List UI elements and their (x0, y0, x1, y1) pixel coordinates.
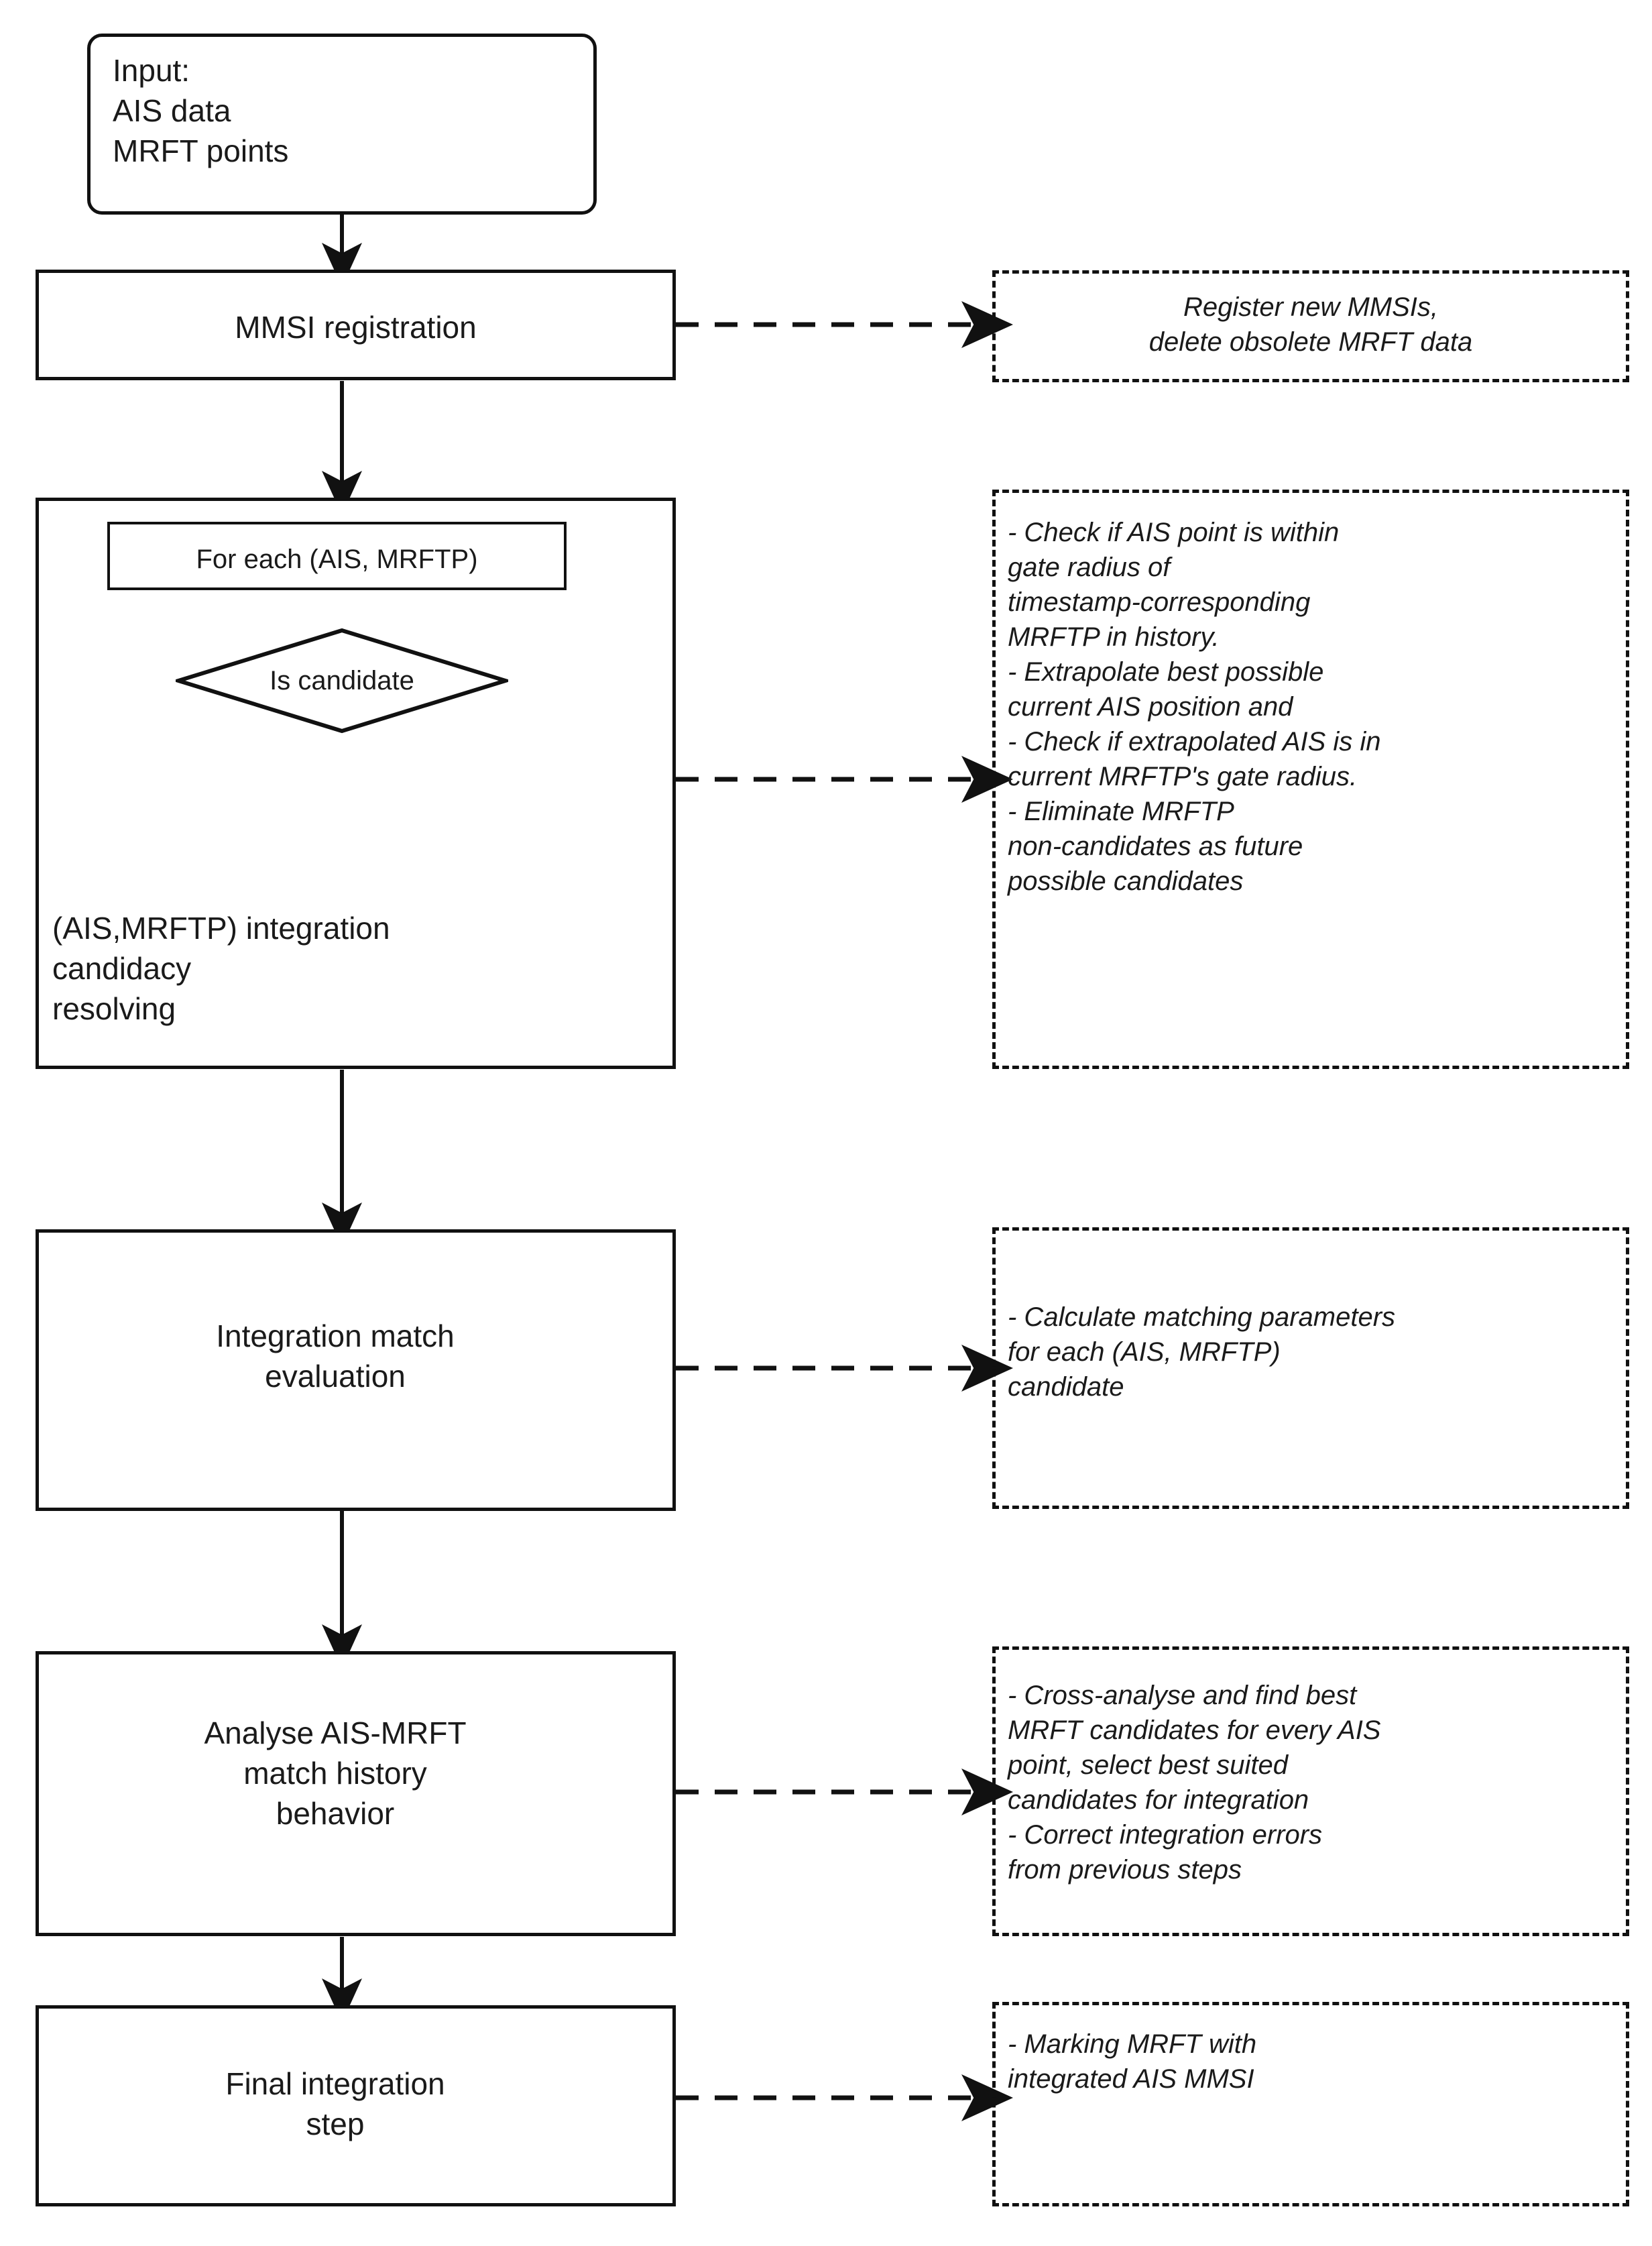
node-mmsi-registration-label: MMSI registration (235, 310, 477, 345)
annotation-mmsi-note-text: Register new MMSIs, delete obsolete MRFT… (1148, 292, 1473, 357)
node-is-candidate[interactable]: Is candidate (176, 628, 508, 734)
annotation-mmsi-note (992, 270, 1629, 382)
node-analyse-history-label: Analyse AIS-MRFT match history behavior (204, 1716, 467, 1831)
annotation-history-note (992, 1646, 1629, 1936)
node-final-step-label: Final integration step (225, 2066, 445, 2141)
annotation-evaluation-note-text: - Calculate matching parameters for each… (1008, 1302, 1396, 1402)
node-candidacy-resolving-label: (AIS,MRFTP) integration candidacy resolv… (52, 911, 390, 1026)
annotation-candidacy-note (992, 490, 1629, 1069)
node-for-each-label: For each (AIS, MRFTP) (196, 545, 478, 574)
annotation-candidacy-note-text: - Check if AIS point is within gate radi… (1008, 518, 1381, 896)
node-match-evaluation-label: Integration match evaluation (216, 1318, 455, 1394)
node-is-candidate-label: Is candidate (270, 665, 414, 695)
annotation-history-note-text: - Cross-analyse and find best MRFT candi… (1008, 1681, 1381, 1885)
node-for-each[interactable] (107, 522, 567, 590)
node-input[interactable] (87, 34, 597, 215)
annotation-final-note (992, 2002, 1629, 2206)
node-final-step[interactable] (36, 2005, 676, 2206)
node-analyse-history[interactable] (36, 1651, 676, 1936)
node-input-label: Input: AIS data MRFT points (113, 53, 289, 168)
node-candidacy-resolving[interactable] (36, 498, 676, 1069)
annotation-final-note-text: - Marking MRFT with integrated AIS MMSI (1008, 2029, 1257, 2094)
annotation-evaluation-note (992, 1227, 1629, 1509)
node-match-evaluation[interactable] (36, 1229, 676, 1511)
node-mmsi-registration[interactable] (36, 270, 676, 380)
